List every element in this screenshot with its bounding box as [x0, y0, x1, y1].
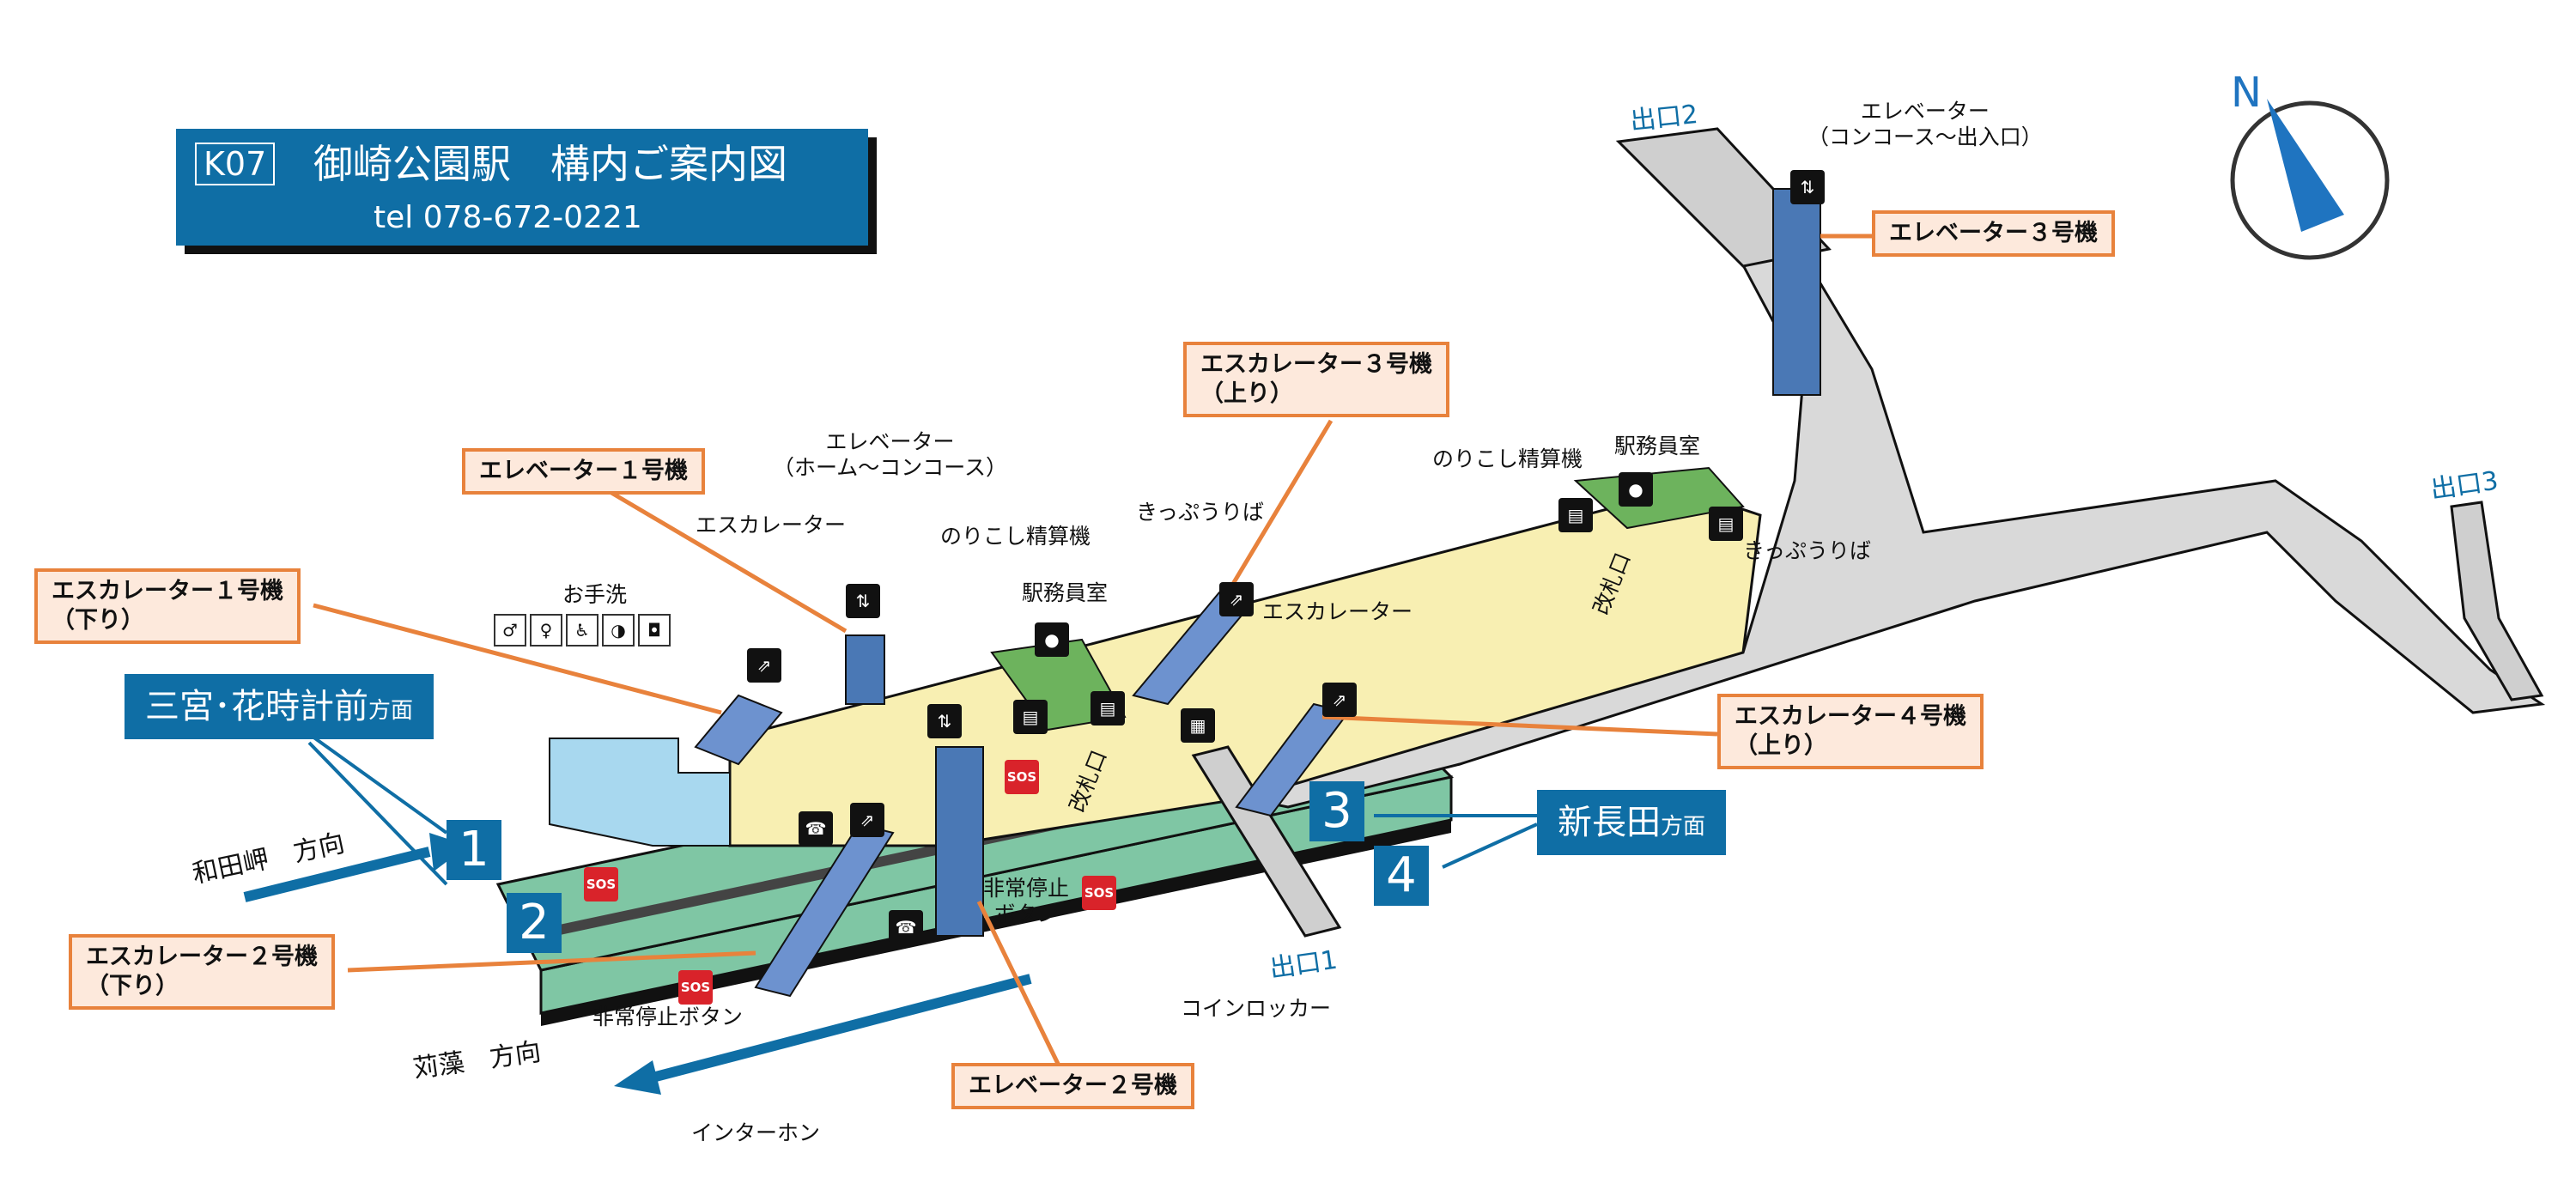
label-escalator-left: エスカレーター	[696, 513, 847, 537]
station-phone: tel 078-672-0221	[374, 200, 642, 235]
label-station-office-1: 駅務員室	[1022, 580, 1109, 605]
label-elevator-exit-line2: （コンコース～出入口）	[1807, 124, 2043, 149]
label-emergency-2: 非常停止ボタン	[592, 1005, 744, 1029]
office-area-right	[1573, 466, 1745, 530]
exit3-stairs	[2450, 501, 2544, 701]
label-emergency-1-line2: ボタン	[993, 902, 1059, 926]
platform-3: 3	[1309, 781, 1364, 841]
direction-sannomiya: 三宮･花時計前方面	[125, 674, 434, 739]
compass-label: N	[2231, 69, 2262, 117]
elevator-icon: ⇅	[1790, 170, 1825, 204]
label-elevator-exit: エレベーター （コンコース～出入口）	[1807, 99, 2043, 150]
callout-escalator-1: エスカレーター１号機 （下り）	[34, 568, 301, 644]
callout-elevator-1: エレベーター１号機	[462, 448, 705, 495]
label-escalator-mid: エスカレーター	[1262, 599, 1413, 624]
direction-shin-nagata: 新長田方面	[1537, 790, 1727, 855]
sos-button-icon: SOS	[1005, 760, 1039, 794]
title-box: K07 御崎公園駅 構内ご案内図 tel 078-672-0221	[176, 129, 868, 246]
callout-leaders	[313, 234, 1872, 1071]
direction-sannomiya-suffix: 方面	[368, 698, 414, 724]
escalator-2	[754, 823, 895, 998]
label-fare-adjust-2: のりこし精算機	[1432, 446, 1583, 471]
accessible-toilet-icon: ♿	[566, 614, 598, 647]
callout-escalator-3: エスカレーター３号機 （上り）	[1183, 342, 1449, 417]
label-restroom: お手洗	[562, 582, 628, 607]
callout-escalator-1-line1: エスカレーター１号機	[52, 578, 283, 604]
label-elevator-home-line2: （ホーム～コンコース）	[773, 455, 1008, 480]
callout-escalator-4: エスカレーター４号機 （上り）	[1717, 694, 1984, 769]
callout-escalator-2: エスカレーター２号機 （下り）	[69, 934, 335, 1010]
elevator-3-shaft	[1772, 188, 1821, 396]
station-staff-icon: ●	[1035, 622, 1069, 657]
baby-care-icon: ◑	[602, 614, 635, 647]
direction-sannomiya-main: 三宮･花時計前	[145, 687, 368, 726]
direction-shin-nagata-main: 新長田	[1558, 803, 1661, 842]
label-elevator-exit-line1: エレベーター	[1860, 99, 1990, 124]
escalator-icon: ⇗	[850, 803, 884, 837]
label-emergency-1-line1: 非常停止	[983, 876, 1070, 901]
escalator-3	[1132, 591, 1255, 706]
escalator-1	[694, 694, 783, 766]
label-ticket-2: きっぷうりば	[1743, 538, 1872, 563]
toilet-men-icon: ♂	[494, 614, 526, 647]
label-coin-locker: コインロッカー	[1181, 996, 1332, 1021]
escalator-icon: ⇗	[1322, 683, 1357, 717]
callout-escalator-4-line1: エスカレーター４号機	[1735, 703, 1966, 730]
ticket-machine-icon: ▤	[1013, 700, 1048, 734]
page-title: 御崎公園駅 構内ご案内図	[313, 141, 787, 187]
restroom-area	[549, 738, 731, 847]
elevator-icon: ⇅	[927, 704, 962, 738]
label-station-office-2: 駅務員室	[1614, 434, 1701, 458]
sos-button-icon: SOS	[584, 867, 618, 902]
restroom-icons: ♂ ♀ ♿ ◑ ◘	[494, 614, 671, 647]
callout-escalator-3-line1: エスカレーター３号機	[1200, 351, 1432, 378]
label-emergency-1: 非常停止 ボタン	[983, 876, 1069, 927]
sos-button-icon: SOS	[1082, 876, 1116, 910]
platform-1: 1	[447, 820, 501, 880]
arrow-karumo	[651, 974, 1032, 1083]
callout-escalator-2-line1: エスカレーター２号機	[86, 944, 318, 970]
escalator-icon: ⇗	[1219, 582, 1254, 616]
arrow-karumo-head	[614, 1060, 661, 1095]
callout-escalator-4-line2: （上り）	[1735, 732, 1827, 759]
arrow-wadamisaki	[243, 847, 431, 902]
compass-needle	[2267, 99, 2344, 232]
ticket-machine-icon: ▤	[1709, 507, 1743, 541]
platform-4: 4	[1374, 846, 1429, 906]
exit1-stairs	[1191, 745, 1342, 938]
callout-escalator-1-line2: （下り）	[52, 606, 144, 634]
station-staff-icon: ●	[1619, 472, 1653, 507]
platform-2: 2	[507, 893, 562, 953]
coin-locker-icon: ▦	[1181, 708, 1215, 743]
label-fare-adjust-1: のりこし精算機	[940, 524, 1091, 549]
ticket-machine-icon: ▤	[1558, 498, 1593, 532]
elevator-2-shaft	[935, 746, 984, 937]
direction-connectors	[307, 732, 1538, 886]
toilet-women-icon: ♀	[530, 614, 562, 647]
sos-button-icon: SOS	[678, 970, 713, 1005]
ticket-machine-icon: ▤	[1091, 691, 1125, 725]
callout-escalator-3-line2: （上り）	[1200, 379, 1293, 407]
intercom-icon: ☎	[889, 910, 923, 944]
direction-shin-nagata-suffix: 方面	[1661, 814, 1706, 840]
exit-2: 出口2	[1628, 99, 1700, 137]
callout-escalator-2-line2: （下り）	[86, 972, 179, 999]
station-code: K07	[195, 143, 276, 185]
callout-elevator-3: エレベーター３号機	[1872, 210, 2115, 257]
intercom-icon: ☎	[799, 811, 833, 846]
elevator-1-shaft	[845, 634, 885, 705]
escalator-icon: ⇗	[747, 648, 781, 683]
elevator-icon: ⇅	[846, 584, 880, 618]
label-elevator-home: エレベーター （ホーム～コンコース）	[773, 429, 1007, 481]
label-ticket-1: きっぷうりば	[1136, 500, 1265, 525]
ostomy-icon: ◘	[638, 614, 671, 647]
label-intercom: インターホン	[691, 1120, 821, 1145]
callout-elevator-2: エレベーター２号機	[951, 1063, 1194, 1109]
label-elevator-home-line1: エレベーター	[825, 429, 955, 454]
